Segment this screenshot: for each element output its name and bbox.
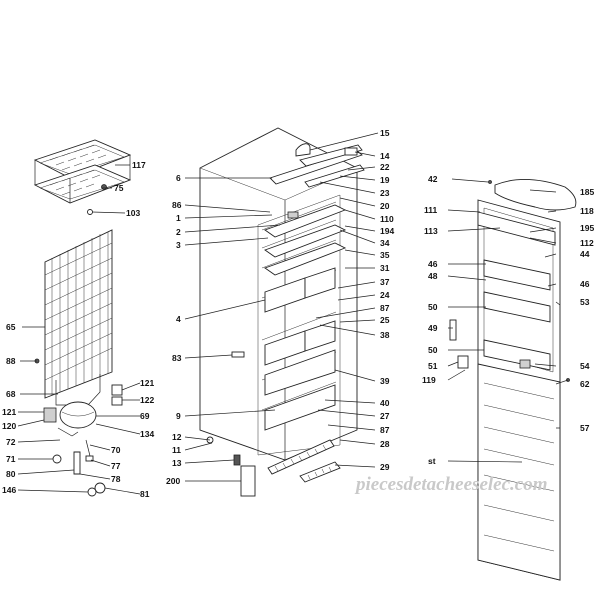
label-71: 71 bbox=[6, 454, 16, 464]
label-14: 14 bbox=[380, 151, 390, 161]
label-34: 34 bbox=[380, 238, 390, 248]
label-78: 78 bbox=[111, 474, 121, 484]
label-42: 42 bbox=[428, 174, 438, 184]
label-23: 23 bbox=[380, 188, 390, 198]
label-54: 54 bbox=[580, 361, 590, 371]
label-46a: 46 bbox=[428, 259, 438, 269]
label-119: 119 bbox=[422, 375, 436, 385]
label-29: 29 bbox=[380, 462, 390, 472]
compressor-parts bbox=[34, 358, 123, 497]
label-117: 117 bbox=[132, 160, 146, 170]
label-3: 3 bbox=[176, 240, 181, 250]
label-72: 72 bbox=[6, 437, 16, 447]
leader-lines bbox=[17, 132, 569, 495]
label-87b: 87 bbox=[380, 425, 390, 435]
label-120: 120 bbox=[2, 421, 16, 431]
label-77: 77 bbox=[111, 461, 121, 471]
door bbox=[449, 179, 577, 581]
label-44: 44 bbox=[580, 249, 590, 259]
label-19: 19 bbox=[380, 175, 390, 185]
label-11: 11 bbox=[172, 445, 181, 455]
label-st: st bbox=[428, 456, 436, 466]
label-121b: 121 bbox=[2, 407, 16, 417]
label-40: 40 bbox=[380, 398, 390, 408]
label-51: 51 bbox=[428, 361, 438, 371]
label-57: 57 bbox=[580, 423, 590, 433]
label-28: 28 bbox=[380, 439, 390, 449]
label-38: 38 bbox=[380, 330, 390, 340]
label-12: 12 bbox=[172, 432, 182, 442]
condenser-coil bbox=[44, 229, 113, 406]
label-2: 2 bbox=[176, 227, 181, 237]
label-1: 1 bbox=[176, 213, 181, 223]
label-194: 194 bbox=[380, 226, 394, 236]
evaporator-racks bbox=[33, 139, 132, 215]
label-83: 83 bbox=[172, 353, 182, 363]
label-24: 24 bbox=[380, 290, 390, 300]
label-62: 62 bbox=[580, 379, 590, 389]
label-195: 195 bbox=[580, 223, 594, 233]
label-68: 68 bbox=[6, 389, 16, 399]
label-122: 122 bbox=[140, 395, 154, 405]
part-labels: 117 75 103 65 88 68 121 122 121 120 69 1… bbox=[2, 128, 594, 499]
label-81: 81 bbox=[140, 489, 150, 499]
label-6: 6 bbox=[176, 173, 181, 183]
label-13: 13 bbox=[172, 458, 182, 468]
site-watermark: piecesdetacheeselec.com bbox=[354, 474, 547, 495]
label-31: 31 bbox=[380, 263, 390, 273]
label-75: 75 bbox=[114, 183, 124, 193]
label-110: 110 bbox=[380, 214, 394, 224]
label-113: 113 bbox=[424, 226, 438, 236]
label-15: 15 bbox=[380, 128, 390, 138]
label-185: 185 bbox=[580, 187, 594, 197]
label-87a: 87 bbox=[380, 303, 390, 313]
label-46b: 46 bbox=[580, 279, 590, 289]
label-35: 35 bbox=[380, 250, 390, 260]
label-134: 134 bbox=[140, 429, 154, 439]
label-69: 69 bbox=[140, 411, 150, 421]
label-103: 103 bbox=[126, 208, 140, 218]
label-4: 4 bbox=[176, 314, 181, 324]
label-146: 146 bbox=[2, 485, 16, 495]
label-20: 20 bbox=[380, 201, 390, 211]
label-118: 118 bbox=[580, 206, 594, 216]
label-48: 48 bbox=[428, 271, 438, 281]
label-88: 88 bbox=[6, 356, 16, 366]
label-121a: 121 bbox=[140, 378, 154, 388]
label-37: 37 bbox=[380, 277, 390, 287]
label-9: 9 bbox=[176, 411, 181, 421]
label-86: 86 bbox=[172, 200, 182, 210]
label-50b: 50 bbox=[428, 345, 438, 355]
label-53: 53 bbox=[580, 297, 590, 307]
label-80: 80 bbox=[6, 469, 16, 479]
label-70: 70 bbox=[111, 445, 121, 455]
label-22: 22 bbox=[380, 162, 390, 172]
label-39: 39 bbox=[380, 376, 390, 386]
label-49: 49 bbox=[428, 323, 438, 333]
label-111: 111 bbox=[424, 205, 438, 215]
cabinet bbox=[199, 127, 365, 497]
label-200: 200 bbox=[166, 476, 180, 486]
label-50a: 50 bbox=[428, 302, 438, 312]
label-112: 112 bbox=[580, 238, 594, 248]
label-27: 27 bbox=[380, 411, 390, 421]
label-25: 25 bbox=[380, 315, 390, 325]
label-65: 65 bbox=[6, 322, 16, 332]
